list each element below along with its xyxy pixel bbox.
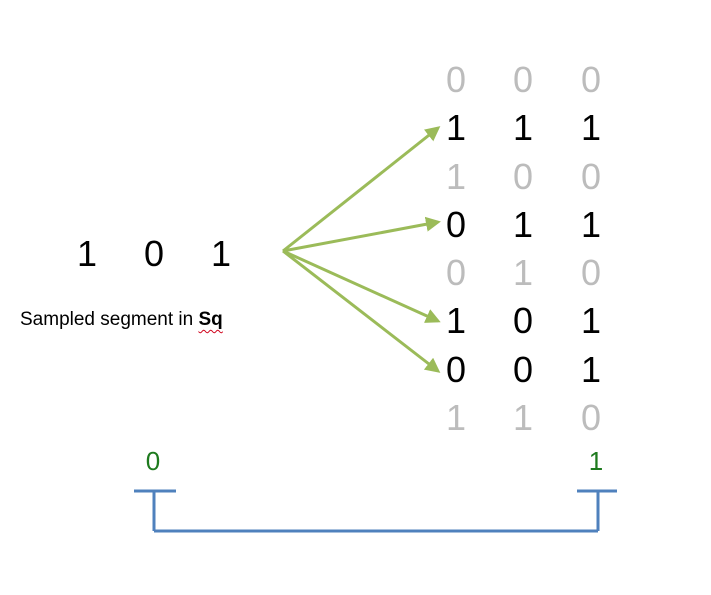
candidate-bit: 1 [512, 397, 534, 438]
sample-caption: Sampled segment in Sq [20, 309, 223, 331]
candidate-bit: 1 [512, 107, 534, 148]
arrow-to-row-011 [282, 216, 441, 253]
candidate-bit: 0 [445, 252, 467, 293]
candidate-bit: 0 [580, 59, 602, 100]
interval-bracket [134, 489, 617, 533]
candidate-bit: 0 [445, 349, 467, 390]
candidate-bit: 1 [580, 349, 602, 390]
candidate-bit: 0 [512, 59, 534, 100]
arrow-group [282, 126, 441, 373]
sample-bit: 0 [143, 233, 165, 274]
scale-label-left: 0 [145, 446, 161, 476]
candidate-bit: 1 [445, 300, 467, 341]
arrow-to-row-101 [282, 249, 441, 323]
candidate-bit: 0 [580, 156, 602, 197]
candidate-bit: 1 [580, 204, 602, 245]
candidate-bit: 1 [445, 107, 467, 148]
caption-prefix: Sampled segment in [20, 309, 199, 330]
candidate-bit: 1 [512, 204, 534, 245]
candidate-bit: 0 [512, 300, 534, 341]
candidate-bit: 1 [445, 397, 467, 438]
candidate-bit: 0 [445, 204, 467, 245]
caption-emph: Sq [198, 309, 223, 330]
sample-bit: 1 [210, 233, 232, 274]
candidate-bit: 0 [580, 252, 602, 293]
candidate-bit: 0 [512, 349, 534, 390]
arrow-to-row-001 [282, 249, 441, 373]
sample-bit: 1 [76, 233, 98, 274]
candidate-bit: 1 [580, 107, 602, 148]
candidate-bit: 1 [580, 300, 602, 341]
candidate-bit: 1 [512, 252, 534, 293]
candidate-bit: 0 [445, 59, 467, 100]
candidate-bit: 0 [512, 156, 534, 197]
candidate-bit: 1 [445, 156, 467, 197]
scale-label-right: 1 [588, 446, 604, 476]
arrow-to-row-111 [282, 126, 441, 253]
candidate-bit: 0 [580, 397, 602, 438]
